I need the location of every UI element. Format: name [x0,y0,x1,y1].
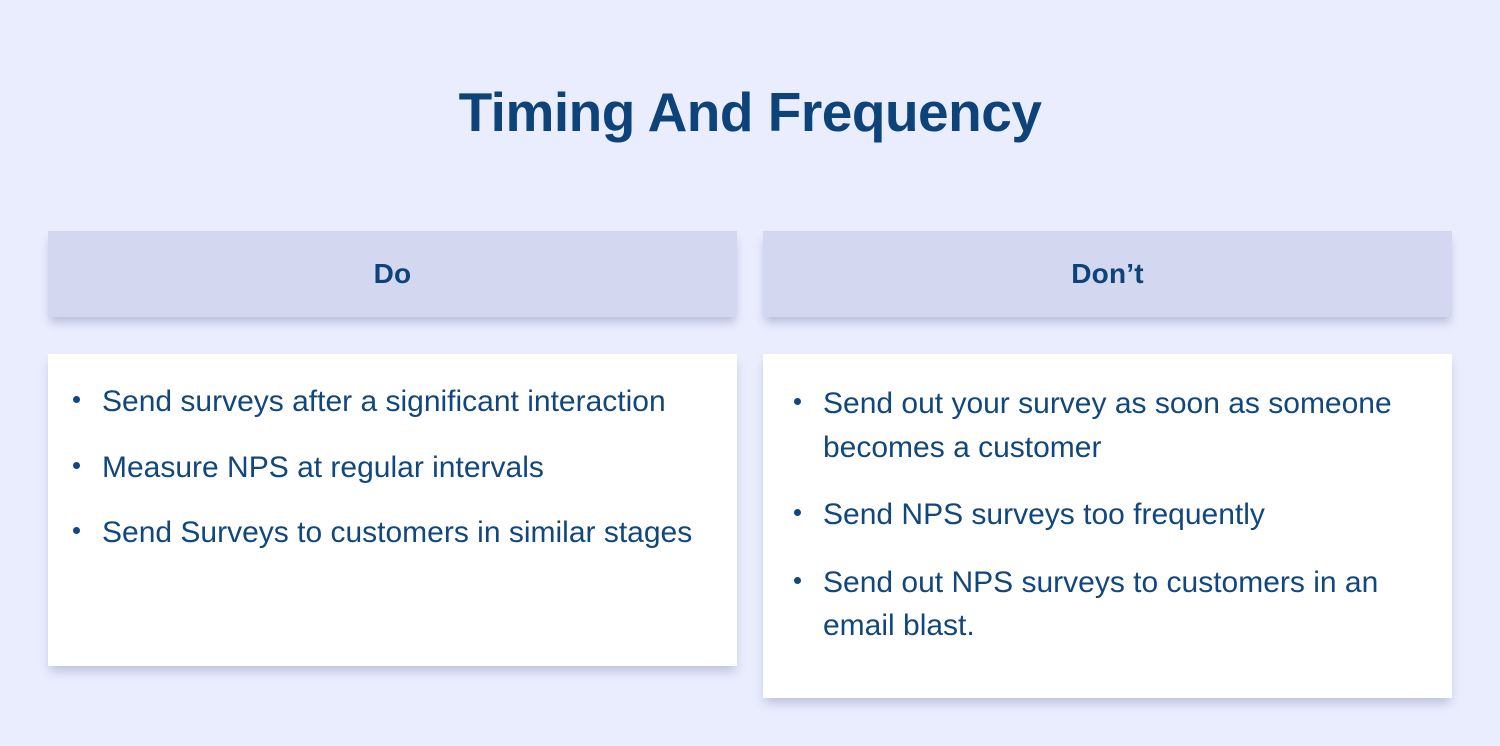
bullet-list-do: Send surveys after a significant interac… [66,380,715,555]
list-item-text: Measure NPS at regular intervals [102,450,544,484]
column-header-dont: Don’t [763,231,1452,317]
list-item-text: Send NPS surveys too frequently [823,498,1265,531]
do-dont-columns: Do Send surveys after a significant inte… [48,231,1452,698]
column-body-dont: Send out your survey as soon as someone … [763,354,1452,698]
bullet-dot-icon [794,576,801,584]
bullet-dot-icon [73,527,80,534]
column-header-do-label: Do [373,258,412,289]
list-item-text: Send out your survey as soon as someone … [823,387,1392,464]
list-item: Send Surveys to customers in similar sta… [66,511,715,555]
bullet-dot-icon [73,461,80,469]
column-dont: Don’t Send out your survey as soon as so… [763,231,1452,698]
page-title: Timing And Frequency [458,81,1042,143]
column-body-do: Send surveys after a significant interac… [48,354,737,666]
list-item: Send surveys after a significant interac… [66,380,715,424]
list-item: Send out NPS surveys to customers in an … [787,561,1430,648]
list-item-text: Send out NPS surveys to customers in an … [823,565,1379,643]
bullet-dot-icon [794,398,801,405]
column-do: Do Send surveys after a significant inte… [48,231,737,698]
list-item-text: Send surveys after a significant interac… [102,385,666,418]
list-item: Measure NPS at regular intervals [66,446,715,490]
list-item: Send out your survey as soon as someone … [787,382,1430,469]
bullet-dot-icon [794,509,801,516]
column-header-do: Do [48,231,737,317]
bullet-dot-icon [73,396,80,403]
bullet-list-dont: Send out your survey as soon as someone … [787,382,1430,672]
column-header-dont-label: Don’t [1071,258,1144,289]
list-item-text: Send Surveys to customers in similar sta… [102,516,693,549]
list-item: Send NPS surveys too frequently [787,493,1430,537]
